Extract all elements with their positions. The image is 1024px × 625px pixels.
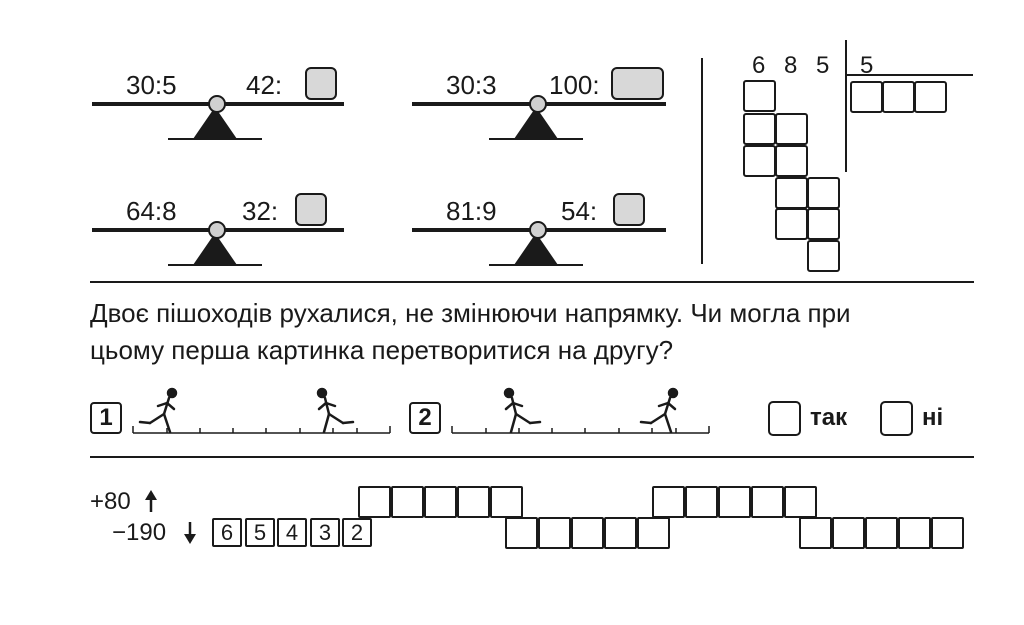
dividend-digit: 8	[784, 52, 798, 79]
walker-icon	[503, 387, 542, 434]
division-bracket-vertical	[845, 40, 847, 172]
arrow-up-icon	[145, 490, 157, 512]
scale-left-expression: 64:8	[126, 196, 177, 226]
answer-cell[interactable]	[505, 517, 538, 549]
scale-right-expression: 100:	[549, 70, 600, 100]
work-box[interactable]	[775, 177, 808, 209]
scale-right-expression: 42:	[246, 70, 283, 100]
task-text-line-2: цьому перша картинка перетворитися на др…	[90, 335, 674, 365]
start-digit-cell: 5	[245, 518, 275, 547]
division-bracket-horizontal	[845, 74, 973, 76]
scale-left-expression: 81:9	[446, 196, 497, 226]
answer-cell[interactable]	[637, 517, 670, 549]
answer-cell[interactable]	[865, 517, 898, 549]
vertical-divider	[701, 58, 703, 264]
scale-left-expression: 30:3	[446, 70, 497, 100]
task-text-line-1: Двоє пішоходів рухалися, не змінюючи нап…	[90, 298, 851, 328]
scale-fulcrum	[168, 221, 262, 266]
work-box[interactable]	[775, 145, 808, 177]
answer-box[interactable]	[611, 67, 664, 100]
minus-rule-label: −190	[112, 519, 167, 546]
dividend-digit: 5	[816, 52, 830, 79]
divisor: 5	[860, 52, 874, 79]
walker-icon	[138, 387, 178, 434]
answer-cell[interactable]	[424, 486, 457, 518]
start-digit-cell: 2	[342, 518, 372, 547]
section-divider	[90, 456, 974, 458]
no-label: ні	[922, 404, 944, 431]
picture-2-track	[451, 387, 710, 434]
answer-cell[interactable]	[784, 486, 817, 518]
answer-cell[interactable]	[718, 486, 751, 518]
answer-box[interactable]	[305, 67, 337, 100]
arrow-down-icon	[184, 522, 196, 544]
walker-icon	[639, 387, 679, 434]
work-box[interactable]	[807, 208, 840, 240]
answer-cell[interactable]	[751, 486, 784, 518]
work-box[interactable]	[807, 240, 840, 272]
answer-cell[interactable]	[604, 517, 637, 549]
work-box[interactable]	[743, 113, 776, 145]
scale-fulcrum	[168, 95, 262, 140]
work-box[interactable]	[743, 145, 776, 177]
yes-label: так	[810, 404, 848, 431]
answer-cell[interactable]	[652, 486, 685, 518]
walker-icon	[316, 387, 355, 434]
no-checkbox[interactable]	[880, 401, 913, 436]
answer-box[interactable]	[613, 193, 645, 226]
scale-right-expression: 54:	[561, 196, 598, 226]
answer-cell[interactable]	[490, 486, 523, 518]
dividend-digit: 6	[752, 52, 766, 79]
quotient-box[interactable]	[882, 81, 915, 113]
quotient-box[interactable]	[914, 81, 947, 113]
answer-cell[interactable]	[538, 517, 571, 549]
answer-cell[interactable]	[898, 517, 931, 549]
answer-cell[interactable]	[832, 517, 865, 549]
answer-cell[interactable]	[391, 486, 424, 518]
picture-number: 2	[409, 402, 441, 434]
scale-fulcrum	[489, 95, 583, 140]
work-box[interactable]	[775, 208, 808, 240]
picture-number: 1	[90, 402, 122, 434]
scale-left-expression: 30:5	[126, 70, 177, 100]
section-divider	[90, 281, 974, 283]
start-digit-cell: 4	[277, 518, 307, 547]
start-digit-cell: 6	[212, 518, 242, 547]
answer-cell[interactable]	[685, 486, 718, 518]
plus-rule-label: +80	[90, 488, 131, 515]
quotient-box[interactable]	[850, 81, 883, 113]
yes-checkbox[interactable]	[768, 401, 801, 436]
scale-right-expression: 32:	[242, 196, 279, 226]
work-box[interactable]	[807, 177, 840, 209]
answer-cell[interactable]	[799, 517, 832, 549]
answer-cell[interactable]	[931, 517, 964, 549]
answer-cell[interactable]	[358, 486, 391, 518]
start-digit-cell: 3	[310, 518, 340, 547]
answer-box[interactable]	[295, 193, 327, 226]
scale-fulcrum	[489, 221, 583, 266]
work-box[interactable]	[743, 80, 776, 112]
answer-cell[interactable]	[571, 517, 604, 549]
answer-cell[interactable]	[457, 486, 490, 518]
picture-1-track	[132, 387, 391, 434]
work-box[interactable]	[775, 113, 808, 145]
